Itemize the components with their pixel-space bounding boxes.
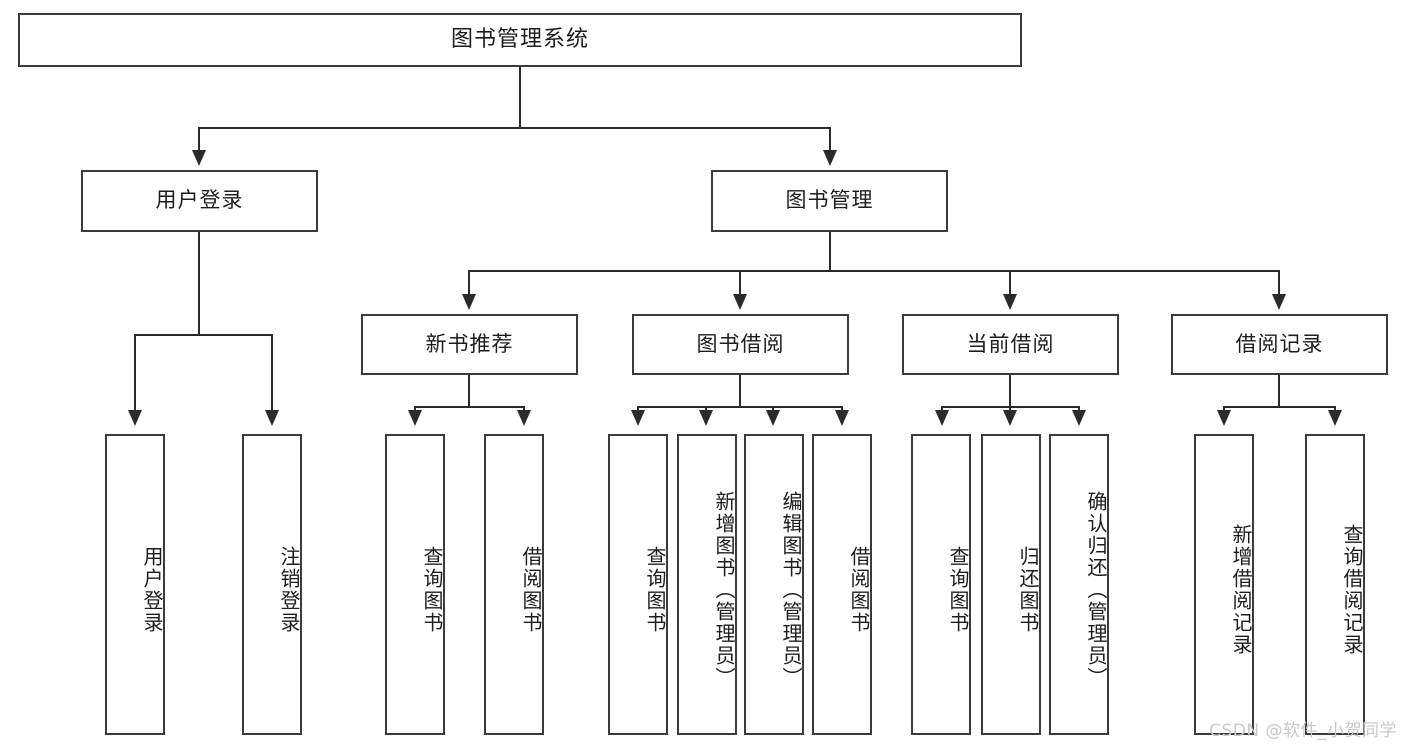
arrowhead-leaf-cb-return-book bbox=[1003, 410, 1017, 426]
edge-drop-leaf-nbr-query-book bbox=[414, 406, 416, 412]
edge-root-stem bbox=[519, 67, 521, 128]
leaf-cb-confirm-return[interactable]: 确认归还（管理员） bbox=[1049, 434, 1109, 735]
edge-borrow-record-stem bbox=[1278, 375, 1280, 408]
leaf-nbr-borrow-book[interactable]: 借阅图书 bbox=[484, 434, 544, 735]
edge-drop-leaf-cb-confirm-return bbox=[1078, 406, 1080, 412]
node-user-login-label: 用户登录 bbox=[155, 188, 244, 213]
edge-drop-leaf-br-add-record bbox=[1223, 406, 1225, 412]
leaf-br-add-record-label: 新增借阅记录 bbox=[1229, 523, 1253, 656]
edge-drop-book-management bbox=[829, 127, 831, 152]
node-book-management[interactable]: 图书管理 bbox=[711, 170, 948, 232]
edge-drop-leaf-nbr-borrow-book bbox=[523, 406, 525, 412]
leaf-logout-label: 注销登录 bbox=[277, 545, 301, 634]
arrowhead-leaf-logout bbox=[265, 410, 279, 426]
leaf-bb-add-book-label: 新增图书（管理员） bbox=[712, 490, 736, 689]
edge-new-book-recommend-bus bbox=[414, 406, 525, 408]
arrowhead-current-borrow bbox=[1003, 294, 1017, 310]
arrowhead-leaf-nbr-query-book bbox=[408, 410, 422, 426]
node-user-login[interactable]: 用户登录 bbox=[81, 170, 318, 232]
leaf-user-login[interactable]: 用户登录 bbox=[105, 434, 165, 735]
leaf-nbr-borrow-book-label: 借阅图书 bbox=[519, 545, 543, 634]
leaf-user-login-label: 用户登录 bbox=[140, 545, 164, 634]
node-book-borrow[interactable]: 图书借阅 bbox=[632, 314, 849, 375]
leaf-logout[interactable]: 注销登录 bbox=[242, 434, 302, 735]
edge-drop-borrow-record bbox=[1278, 270, 1280, 296]
edge-drop-leaf-bb-borrow-book bbox=[841, 406, 843, 412]
edge-drop-leaf-bb-edit-book bbox=[772, 406, 774, 412]
edge-user-login-bus bbox=[134, 334, 273, 336]
leaf-bb-query-book-label: 查询图书 bbox=[643, 545, 667, 634]
edge-drop-leaf-bb-query-book bbox=[637, 406, 639, 412]
leaf-br-query-record-label: 查询借阅记录 bbox=[1340, 523, 1364, 656]
edge-user-login-stem bbox=[198, 232, 200, 336]
edge-borrow-record-bus bbox=[1223, 406, 1336, 408]
node-root-book-management-system[interactable]: 图书管理系统 bbox=[18, 13, 1022, 67]
node-borrow-record-label: 借阅记录 bbox=[1235, 331, 1324, 356]
edge-drop-leaf-user-login bbox=[134, 334, 136, 412]
leaf-bb-edit-book[interactable]: 编辑图书（管理员） bbox=[744, 434, 804, 735]
arrowhead-leaf-br-query-record bbox=[1328, 410, 1342, 426]
node-new-book-recommend-label: 新书推荐 bbox=[425, 331, 514, 356]
leaf-bb-edit-book-label: 编辑图书（管理员） bbox=[779, 490, 803, 689]
edge-book-borrow-stem bbox=[739, 375, 741, 408]
node-book-borrow-label: 图书借阅 bbox=[696, 331, 785, 356]
leaf-br-add-record[interactable]: 新增借阅记录 bbox=[1194, 434, 1254, 735]
leaf-nbr-query-book-label: 查询图书 bbox=[420, 545, 444, 634]
node-borrow-record[interactable]: 借阅记录 bbox=[1171, 314, 1388, 375]
arrowhead-leaf-cb-query-book bbox=[935, 410, 949, 426]
leaf-cb-query-book-label: 查询图书 bbox=[946, 545, 970, 634]
csdn-watermark: CSDN @软件_小贺同学 bbox=[1209, 721, 1397, 741]
edge-drop-current-borrow bbox=[1009, 270, 1011, 296]
edge-book-borrow-bus bbox=[637, 406, 843, 408]
arrowhead-leaf-nbr-borrow-book bbox=[517, 410, 531, 426]
edge-new-book-recommend-stem bbox=[468, 375, 470, 408]
leaf-bb-borrow-book-label: 借阅图书 bbox=[847, 545, 871, 634]
arrowhead-leaf-user-login bbox=[128, 410, 142, 426]
arrowhead-user-login bbox=[192, 150, 206, 166]
edge-drop-user-login bbox=[198, 127, 200, 152]
edge-level3-bus bbox=[468, 270, 1280, 272]
arrowhead-leaf-cb-confirm-return bbox=[1072, 410, 1086, 426]
node-book-management-label: 图书管理 bbox=[785, 188, 874, 213]
leaf-bb-borrow-book[interactable]: 借阅图书 bbox=[812, 434, 872, 735]
edge-drop-leaf-bb-add-book bbox=[705, 406, 707, 412]
leaf-bb-add-book[interactable]: 新增图书（管理员） bbox=[677, 434, 737, 735]
edge-level2-bus bbox=[198, 127, 831, 129]
edge-drop-leaf-logout bbox=[271, 334, 273, 412]
arrowhead-leaf-bb-borrow-book bbox=[835, 410, 849, 426]
leaf-cb-confirm-return-label: 确认归还（管理员） bbox=[1084, 490, 1108, 689]
edge-drop-leaf-cb-query-book bbox=[941, 406, 943, 412]
arrowhead-borrow-record bbox=[1272, 294, 1286, 310]
edge-current-borrow-stem bbox=[1009, 375, 1011, 408]
edge-drop-leaf-br-query-record bbox=[1334, 406, 1336, 412]
arrowhead-book-borrow bbox=[733, 294, 747, 310]
edge-book-management-stem bbox=[829, 232, 831, 272]
leaf-nbr-query-book[interactable]: 查询图书 bbox=[385, 434, 445, 735]
leaf-br-query-record[interactable]: 查询借阅记录 bbox=[1305, 434, 1365, 735]
leaf-cb-return-book[interactable]: 归还图书 bbox=[981, 434, 1041, 735]
arrowhead-new-book-recommend bbox=[462, 294, 476, 310]
arrowhead-leaf-bb-query-book bbox=[631, 410, 645, 426]
leaf-cb-return-book-label: 归还图书 bbox=[1016, 545, 1040, 634]
arrowhead-leaf-bb-edit-book bbox=[766, 410, 780, 426]
node-current-borrow[interactable]: 当前借阅 bbox=[902, 314, 1119, 375]
node-root-label: 图书管理系统 bbox=[450, 26, 589, 52]
leaf-cb-query-book[interactable]: 查询图书 bbox=[911, 434, 971, 735]
leaf-bb-query-book[interactable]: 查询图书 bbox=[608, 434, 668, 735]
node-new-book-recommend[interactable]: 新书推荐 bbox=[361, 314, 578, 375]
node-current-borrow-label: 当前借阅 bbox=[966, 331, 1055, 356]
edge-drop-book-borrow bbox=[739, 270, 741, 296]
arrowhead-book-management bbox=[823, 150, 837, 166]
arrowhead-leaf-br-add-record bbox=[1217, 410, 1231, 426]
edge-drop-new-book-recommend bbox=[468, 270, 470, 296]
edge-drop-leaf-cb-return-book bbox=[1009, 406, 1011, 412]
arrowhead-leaf-bb-add-book bbox=[699, 410, 713, 426]
